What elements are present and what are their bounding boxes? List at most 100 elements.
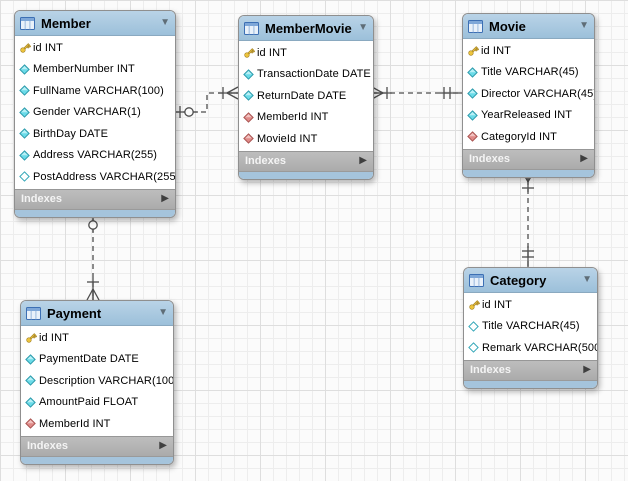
table-title: Category [490,272,547,288]
collapse-arrow-icon[interactable]: ▼ [358,22,368,33]
relationship-connector-movie-category[interactable] [521,170,535,267]
table-header[interactable]: Category ▼ [464,268,597,293]
table-footer-strip [464,380,597,388]
table-membermovie: MemberMovie▼ id INT TransactionDate DATE Re… [238,15,374,180]
table-icon [469,273,484,287]
column-row[interactable]: FullName VARCHAR(100) [15,80,175,102]
column-row[interactable]: Title VARCHAR(45) [463,62,594,84]
relationship-connector-membermovie-movie[interactable] [371,86,462,100]
table-title: Member [41,15,91,31]
expand-arrow-icon[interactable]: ▶ [580,153,588,164]
columns-list: id INT TransactionDate DATE ReturnDate DAT… [239,41,373,151]
expand-arrow-icon[interactable]: ▶ [359,155,367,166]
column-label: Remark VARCHAR(500) [482,341,598,354]
table-header[interactable]: Payment ▼ [21,301,173,326]
table-icon [468,19,483,33]
column-label: id INT [257,46,287,59]
columns-list: id INT MemberNumber INT FullName VARCHAR(1… [15,36,175,189]
column-label: PaymentDate DATE [39,353,139,366]
column-row[interactable]: MovieId INT [239,128,373,150]
column-row[interactable]: id INT [21,327,173,349]
nullable-column-icon [19,171,33,183]
column-row[interactable]: MemberNumber INT [15,59,175,81]
column-label: YearReleased INT [481,109,573,122]
table-icon [20,16,35,30]
relationship-connector-member-payment[interactable] [86,210,100,301]
table-icon [26,306,41,320]
table-title: Movie [489,18,526,34]
indexes-section[interactable]: Indexes▶ [464,359,597,381]
column-row[interactable]: MemberId INT [21,413,173,435]
column-row[interactable]: id INT [463,40,594,62]
column-row[interactable]: CategoryId INT [463,126,594,148]
table-footer-strip [21,456,173,464]
column-icon [19,63,33,75]
table-title: Payment [47,305,102,321]
nullable-column-icon [468,342,482,354]
column-row[interactable]: Gender VARCHAR(1) [15,102,175,124]
table-header[interactable]: MemberMovie▼ [239,16,373,41]
column-label: Description VARCHAR(100) [39,374,174,387]
column-row[interactable]: Remark VARCHAR(500) [464,337,597,359]
column-row[interactable]: ReturnDate DATE [239,85,373,107]
column-row[interactable]: id INT [239,42,373,64]
column-row[interactable]: TransactionDate DATE [239,64,373,86]
column-row[interactable]: Title VARCHAR(45) [464,316,597,338]
column-label: id INT [33,41,63,54]
foreign-key-icon [243,111,257,123]
column-label: Title VARCHAR(45) [481,66,579,79]
column-label: Director VARCHAR(45) [481,87,595,100]
column-row[interactable]: id INT [464,294,597,316]
indexes-section[interactable]: Indexes ▶ [239,150,373,172]
columns-list: id INT PaymentDate DATE Description VARCHA… [21,326,173,436]
column-row[interactable]: BirthDay DATE [15,123,175,145]
column-icon [25,353,39,365]
relationship-connector-member-membermovie[interactable] [174,86,239,118]
column-row[interactable]: Director VARCHAR(45) [463,83,594,105]
primary-key-icon [25,332,39,344]
column-icon [25,375,39,387]
column-row[interactable]: PaymentDate DATE [21,349,173,371]
column-label: BirthDay DATE [33,127,109,140]
column-icon [467,109,481,121]
indexes-label: Indexes [245,155,286,167]
indexes-section[interactable]: Indexes ▶ [21,435,173,457]
collapse-arrow-icon[interactable]: ▼ [158,307,168,318]
collapse-arrow-icon[interactable]: ▼ [579,20,589,31]
collapse-arrow-icon[interactable]: ▼ [582,274,592,285]
collapse-arrow-icon[interactable]: ▼ [160,17,170,28]
column-row[interactable]: Description VARCHAR(100) [21,370,173,392]
expand-arrow-icon[interactable]: ▶ [159,440,167,451]
column-row[interactable]: YearReleased INT [463,105,594,127]
column-label: MemberId INT [257,111,329,124]
indexes-label: Indexes [27,440,68,452]
table-footer-strip [15,209,175,217]
column-row[interactable]: PostAddress VARCHAR(255) [15,166,175,188]
indexes-label: Indexes [469,153,510,165]
connector-dashed-line[interactable] [174,92,238,113]
expand-arrow-icon[interactable]: ▶ [161,193,169,204]
column-row[interactable]: AmountPaid FLOAT [21,392,173,414]
table-header[interactable]: Movie ▼ [463,14,594,39]
column-icon [19,149,33,161]
column-label: ReturnDate DATE [257,89,347,102]
foreign-key-icon [243,133,257,145]
column-icon [19,85,33,97]
expand-arrow-icon[interactable]: ▶ [583,364,591,375]
column-label: FullName VARCHAR(100) [33,84,164,97]
column-row[interactable]: Address VARCHAR(255) [15,145,175,167]
column-row[interactable]: id INT [15,37,175,59]
column-icon [19,106,33,118]
foreign-key-icon [25,418,39,430]
column-row[interactable]: MemberId INT [239,107,373,129]
table-header[interactable]: Member ▼ [15,11,175,36]
indexes-section[interactable]: Indexes ▶ [463,148,594,170]
column-label: Gender VARCHAR(1) [33,106,141,119]
indexes-section[interactable]: Indexes▶ [15,188,175,210]
primary-key-icon [243,47,257,59]
column-label: TransactionDate DATE [257,68,371,81]
nullable-column-icon [468,320,482,332]
columns-list: id INT Title VARCHAR(45) Director VARCHAR(… [463,39,594,149]
